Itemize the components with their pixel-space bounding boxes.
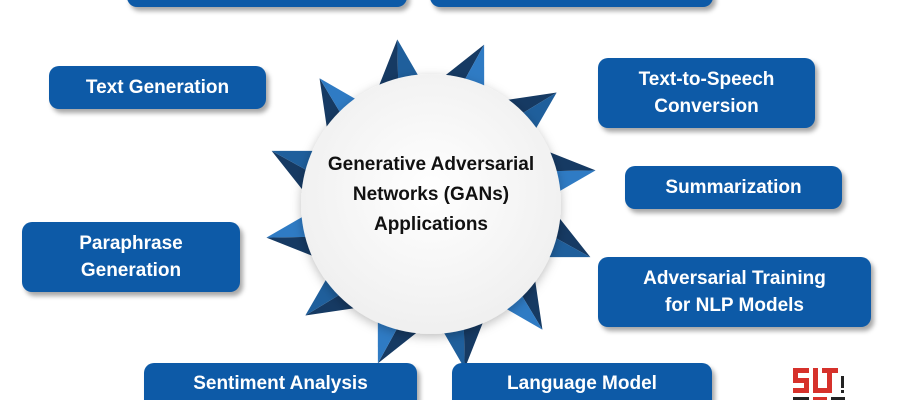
gear-triangle-light — [266, 215, 309, 238]
gear-triangle-light — [442, 326, 465, 369]
center-circle — [301, 74, 561, 334]
center-title-line-2: Networks (GANs) — [352, 184, 510, 205]
box-paraphrase-line-2: Generation — [80, 260, 182, 281]
box-adversarial-line-1: Adversarial Training — [643, 268, 826, 289]
gear-triangle-dark — [266, 236, 316, 258]
gear-triangle-dark — [271, 150, 309, 193]
gear-triangle-light — [463, 44, 485, 89]
box-language-model-label: Language Model — [507, 373, 657, 394]
box-paraphrase-line-1: Paraphrase — [79, 233, 183, 254]
box-adversarial-training: Adversarial Training for NLP Models — [598, 257, 871, 327]
box-sentiment-label: Sentiment Analysis — [193, 373, 368, 394]
center-title: Generative Adversarial Networks (GANs) A… — [306, 150, 556, 240]
gear-triangle-light — [553, 170, 596, 193]
box-summarization: Summarization — [625, 166, 842, 209]
center-title-line-1: Generative Adversarial — [327, 154, 535, 175]
box-sentiment-analysis: Sentiment Analysis — [144, 363, 417, 400]
box-top-left-cut — [127, 0, 407, 7]
box-adversarial-line-2: for NLP Models — [665, 295, 804, 316]
center-title-line-3: Applications — [373, 214, 488, 235]
gear-triangle-dark — [553, 215, 591, 258]
box-language-model: Language Model — [452, 363, 712, 400]
gear-triangle-dark — [463, 319, 485, 369]
box-top-right-cut — [430, 0, 713, 7]
gear-triangle-dark — [546, 150, 596, 172]
gear-triangle-dark — [377, 326, 420, 364]
box-paraphrase-generation: Paraphrase Generation — [22, 222, 240, 292]
box-text-generation: Text Generation — [49, 66, 266, 109]
gear-triangle-light — [377, 319, 399, 364]
box-text-to-speech-line-1: Text-to-Speech — [638, 69, 775, 90]
box-text-to-speech-line-2: Conversion — [654, 96, 759, 117]
gear-triangle-dark — [377, 39, 399, 89]
gear-triangle-light — [271, 150, 316, 172]
gear-triangle-light — [397, 39, 420, 82]
box-text-generation-label: Text Generation — [85, 77, 230, 98]
box-summarization-label: Summarization — [665, 177, 802, 198]
logo-mark-icon — [793, 368, 845, 400]
gear-triangle-dark — [442, 44, 485, 82]
gear-triangle-light — [546, 236, 591, 258]
box-text-to-speech: Text-to-Speech Conversion — [598, 58, 815, 128]
gear-triangles — [266, 39, 596, 369]
